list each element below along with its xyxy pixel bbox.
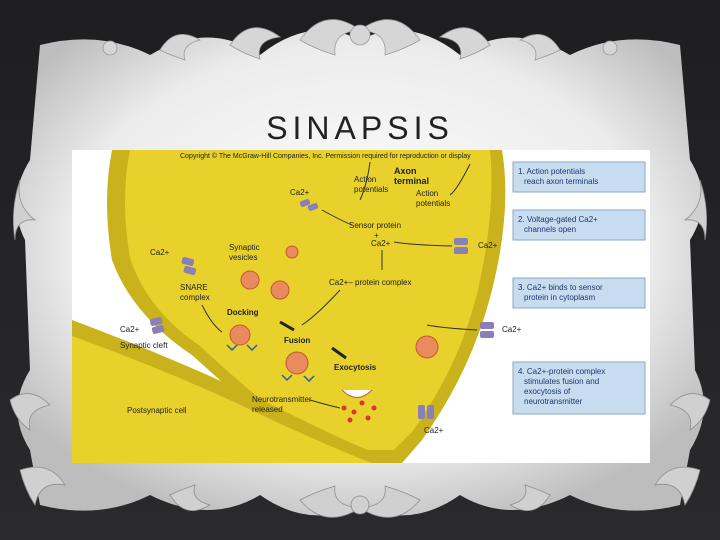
ca-channel-right-top (454, 238, 468, 245)
neurotransmitter-label-1: Neurotransmitter (252, 395, 312, 404)
sensor-protein-label: Sensor protein (349, 221, 401, 230)
synaptic-cleft-label: Synaptic cleft (120, 341, 168, 350)
slide-title: SINAPSIS (266, 110, 454, 146)
ca-channel-right-mid (480, 322, 494, 329)
ca-right-mid-label: Ca2+ (502, 325, 522, 334)
axon-terminal (125, 150, 492, 450)
step-4-line2: stimulates fusion and (524, 377, 599, 386)
ca-channel-bottom (418, 405, 425, 419)
vesicle-docking (229, 324, 251, 346)
snare-proteins-1 (226, 344, 258, 352)
action-potential-arrow-1 (359, 161, 371, 201)
step-1-line1: 1. Action potentials (518, 167, 585, 176)
ca-cleft-label: Ca2+ (120, 325, 140, 334)
ca-channel-right-mid-b (480, 331, 494, 338)
fusion-exocytosis-arrow (331, 346, 347, 360)
step-3-panel: 3. Ca2+ binds to sensor protein in cytop… (512, 277, 646, 309)
vesicle-1 (285, 245, 299, 259)
action-potentials-right-2: potentials (416, 199, 450, 208)
snare-label-2: complex (180, 293, 210, 302)
step-1-panel: 1. Action potentials reach axon terminal… (512, 161, 646, 193)
ca-channel-right-top-b (454, 247, 468, 254)
axon-label-line2: terminal (394, 176, 429, 186)
step-3-line2: protein in cytoplasm (524, 293, 595, 302)
complex-arrow (301, 289, 341, 326)
postsynaptic-cell (72, 336, 372, 463)
step-4-line4: neurotransmitter (524, 397, 583, 406)
ca-channel-cleft (149, 316, 163, 326)
step-4-panel: 4. Ca2+-protein complex stimulates fusio… (512, 361, 646, 415)
neurotransmitter-arrow (309, 399, 341, 409)
step-2-line2: channels open (524, 225, 576, 234)
ca-right-arrow (393, 241, 453, 247)
ca-top-arrow (321, 209, 353, 226)
ca-left-label: Ca2+ (150, 248, 170, 257)
docking-label: Docking (227, 308, 259, 317)
ca-mid-label: Ca2+ (371, 239, 391, 248)
complex-label: Ca2+– protein complex (329, 278, 412, 287)
step-1-line2: reach axon terminals (524, 177, 598, 186)
action-potential-arrow-2 (449, 163, 471, 196)
snare-proteins-2 (281, 374, 315, 383)
ca-channel-left-b (183, 265, 197, 275)
docking-fusion-arrow (279, 320, 295, 332)
step-4-line1: 4. Ca2+-protein complex (518, 367, 605, 376)
vesicle-exocytosis (415, 335, 439, 359)
action-potentials-left-1: Action (354, 175, 376, 184)
step-2-panel: 2. Voltage-gated Ca2+ channels open (512, 209, 646, 241)
ca-channel-cleft-b (151, 324, 165, 334)
ca-channel-left (181, 256, 195, 266)
action-potentials-left-2: potentials (354, 185, 388, 194)
synapse-figure: Copyright © The McGraw-Hill Companies, I… (72, 150, 650, 463)
exocytosis-opening (341, 389, 373, 398)
ca-right-mid-arrow (426, 324, 478, 331)
synapse-diagram: Copyright © The McGraw-Hill Companies, I… (72, 150, 650, 463)
vesicle-2 (240, 270, 260, 290)
ca-top-label: Ca2+ (290, 188, 310, 197)
postsynaptic-label: Postsynaptic cell (127, 406, 187, 415)
vesicle-fusion (285, 351, 309, 375)
step-3-line1: 3. Ca2+ binds to sensor (518, 283, 603, 292)
step-2-line1: 2. Voltage-gated Ca2+ (518, 215, 598, 224)
vesicle-3 (270, 280, 290, 300)
ca-bottom-label: Ca2+ (424, 426, 444, 435)
exocytosis-label: Exocytosis (334, 363, 377, 372)
ca-channel-top (299, 199, 311, 207)
snare-label-1: SNARE (180, 283, 208, 292)
plus-sign: + (374, 231, 379, 240)
copyright-text: Copyright © The McGraw-Hill Companies, I… (180, 152, 471, 160)
ca-channel-bottom-b (427, 405, 434, 419)
axon-label-line1: Axon (394, 166, 417, 176)
synaptic-vesicles-1: Synaptic (229, 243, 260, 252)
ca-channel-top-b (307, 203, 319, 211)
action-potentials-right-1: Action (416, 189, 438, 198)
ca-right-top-label: Ca2+ (478, 241, 498, 250)
fusion-label: Fusion (284, 336, 310, 345)
snare-arrow (201, 304, 223, 333)
synaptic-vesicles-2: vesicles (229, 253, 257, 262)
neurotransmitter-molecules (341, 400, 377, 423)
step-4-line3: exocytosis of (524, 387, 571, 396)
neurotransmitter-label-2: released (252, 405, 283, 414)
